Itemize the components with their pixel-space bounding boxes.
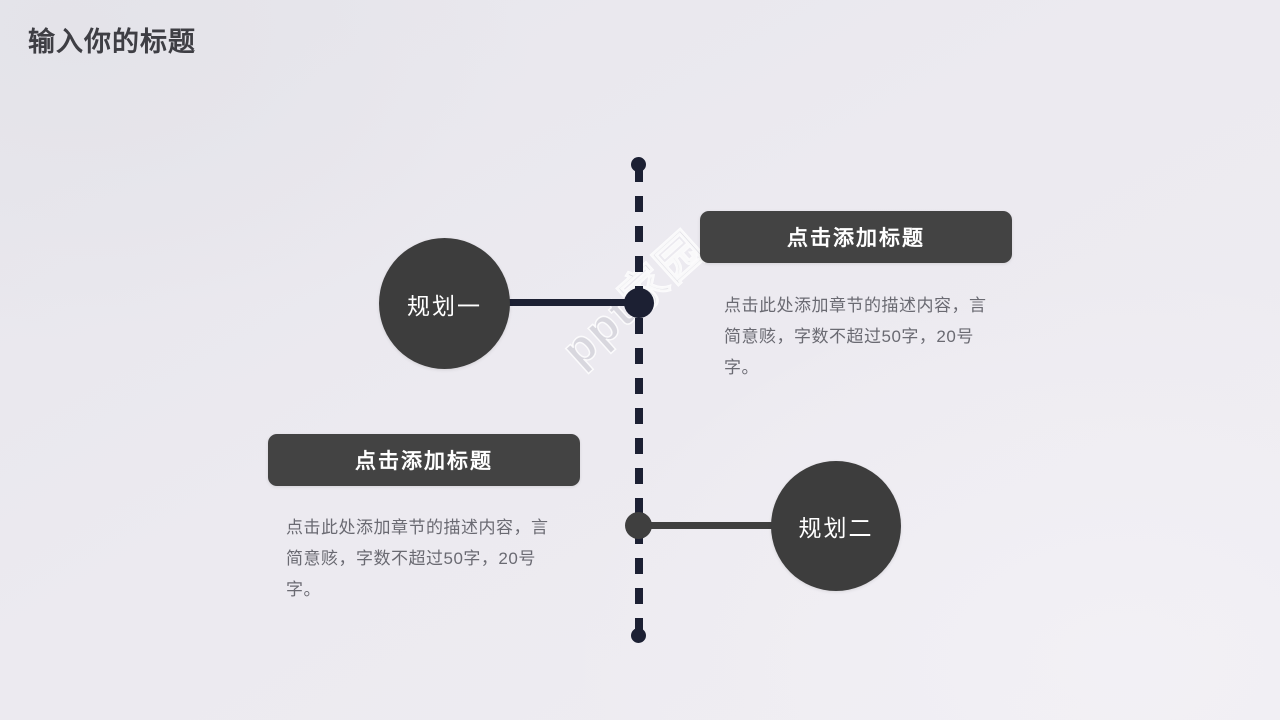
body-text-upper: 点击此处添加章节的描述内容，言简意赅，字数不超过50字，20号字。 <box>724 296 987 377</box>
connector-line-lower <box>640 522 805 529</box>
title-chip-upper[interactable]: 点击添加标题 <box>700 211 1012 263</box>
timeline-dashed-line-upper <box>635 166 643 292</box>
timeline-dashed-line-lower <box>635 318 643 634</box>
timeline-node-dot-lower[interactable] <box>625 512 652 539</box>
timeline-node-dot-upper[interactable] <box>624 288 654 318</box>
connector-line-upper <box>478 299 636 306</box>
body-text-lower: 点击此处添加章节的描述内容，言简意赅，字数不超过50字，20号字。 <box>286 518 549 599</box>
plan-circle-upper[interactable]: 规划一 <box>379 238 510 369</box>
title-chip-lower[interactable]: 点击添加标题 <box>268 434 580 486</box>
timeline-cap-bottom-dot <box>631 628 646 643</box>
plan-circle-lower[interactable]: 规划二 <box>771 461 901 591</box>
page-title: 输入你的标题 <box>28 27 196 57</box>
